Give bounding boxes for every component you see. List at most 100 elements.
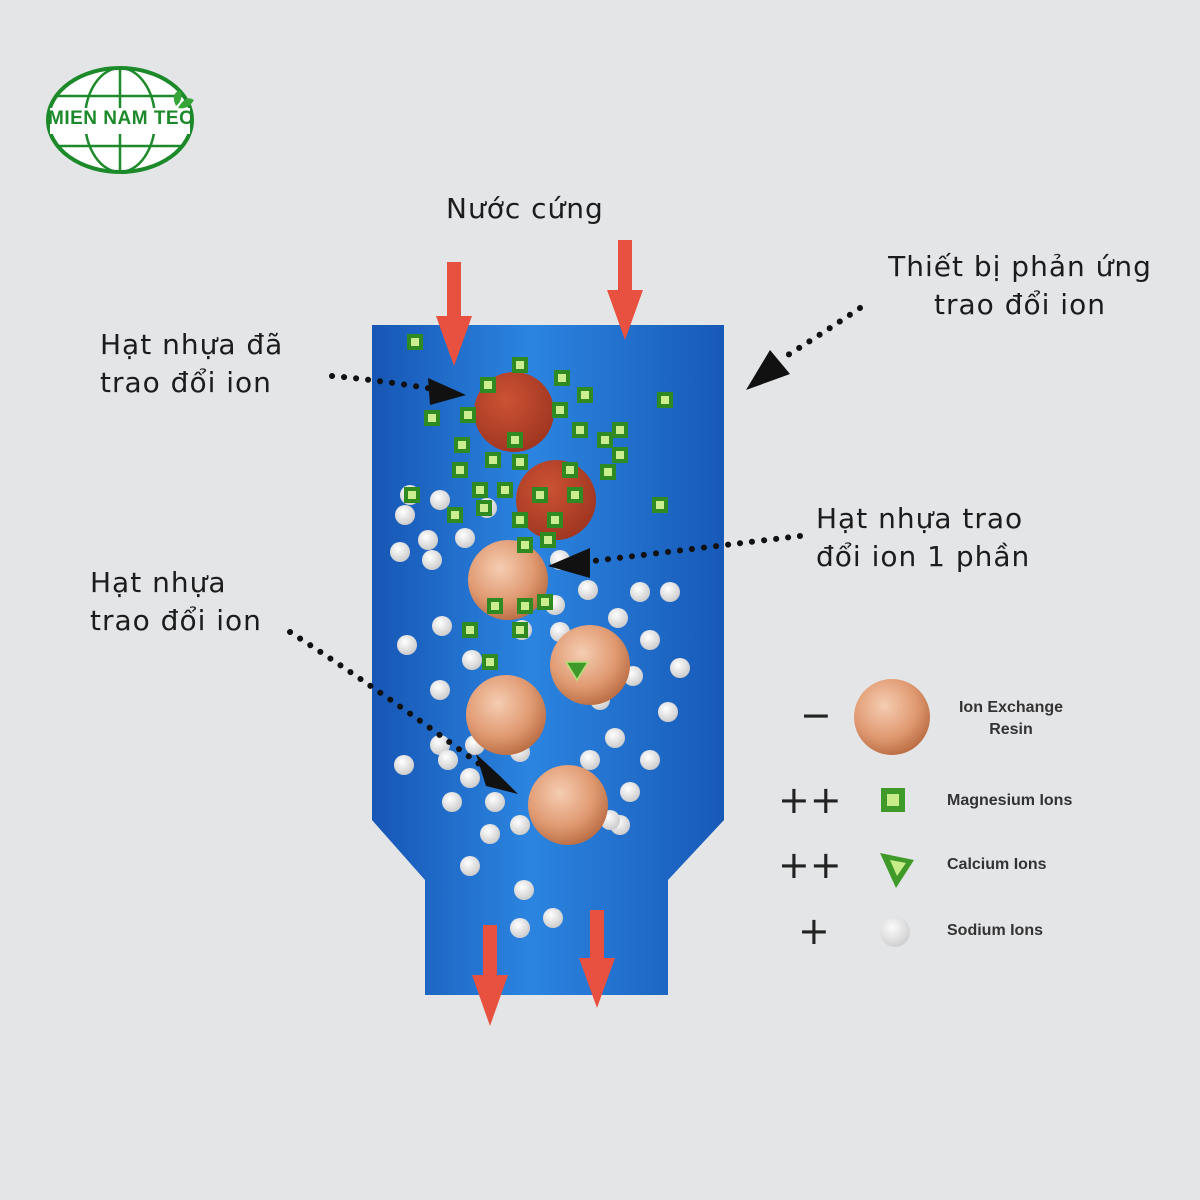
- outlet-arrow-left: [472, 925, 508, 1026]
- magnesium-ion-core: [411, 338, 419, 346]
- legend-resin-text: Ion Exchange Resin: [946, 697, 1076, 740]
- magnesium-ion-core: [616, 451, 624, 459]
- magnesium-ion-core: [571, 491, 579, 499]
- sodium-ion: [620, 782, 640, 802]
- sodium-ion: [514, 880, 534, 900]
- magnesium-ion-core: [464, 411, 472, 419]
- magnesium-ion-core: [516, 361, 524, 369]
- resin-bead: [516, 460, 596, 540]
- leader-line-device: [777, 305, 863, 363]
- sodium-ion: [670, 658, 690, 678]
- label-partial-resin: Hạt nhựa trao đổi ion 1 phần: [816, 500, 1030, 576]
- magnesium-ion-core: [456, 466, 464, 474]
- magnesium-ion-core: [489, 456, 497, 464]
- sodium-ion: [485, 792, 505, 812]
- sodium-ion: [430, 490, 450, 510]
- magnesium-ion-core: [466, 626, 474, 634]
- magnesium-ion-core: [521, 541, 529, 549]
- legend-sodium-icon: [880, 917, 910, 947]
- resin-bead-group: [466, 372, 630, 845]
- magnesium-ion-core: [486, 658, 494, 666]
- sodium-ion: [397, 635, 417, 655]
- legend-sodium-text: Sodium Ions: [947, 922, 1043, 939]
- logo-text: MIEN NAM TEC: [48, 108, 194, 129]
- sodium-ion: [640, 750, 660, 770]
- leader-arrowhead-partial: [548, 548, 590, 578]
- sodium-ion: [455, 528, 475, 548]
- legend-sodium-sign: +: [798, 909, 830, 953]
- magnesium-ion-core: [476, 486, 484, 494]
- sodium-ion: [605, 728, 625, 748]
- label-fresh-line2: trao đổi ion: [90, 603, 262, 637]
- magnesium-ion-core: [516, 626, 524, 634]
- resin-bead: [468, 540, 548, 620]
- magnesium-ion-core: [458, 441, 466, 449]
- magnesium-ion-core: [408, 491, 416, 499]
- magnesium-ion-core: [601, 436, 609, 444]
- magnesium-ion-core: [581, 391, 589, 399]
- legend-resin-sign: −: [800, 693, 832, 737]
- outlet-arrow-right: [579, 910, 615, 1008]
- sodium-ion: [510, 918, 530, 938]
- magnesium-ion-core: [501, 486, 509, 494]
- inlet-arrow-right: [607, 240, 643, 340]
- magnesium-ion-core: [576, 426, 584, 434]
- magnesium-ion-core: [491, 602, 499, 610]
- label-exhausted-resin: Hạt nhựa đã trao đổi ion: [100, 326, 283, 402]
- magnesium-ion-core: [516, 458, 524, 466]
- sodium-ion: [462, 650, 482, 670]
- label-fresh-resin: Hạt nhựa trao đổi ion: [90, 564, 262, 640]
- sodium-ion: [658, 702, 678, 722]
- sodium-ion: [422, 550, 442, 570]
- sodium-ion: [480, 824, 500, 844]
- magnesium-ion-core: [536, 491, 544, 499]
- magnesium-ion-core: [656, 501, 664, 509]
- sodium-ion: [394, 755, 414, 775]
- magnesium-ion-core: [556, 406, 564, 414]
- magnesium-ion-core: [480, 504, 488, 512]
- magnesium-ion-core: [551, 516, 559, 524]
- magnesium-ion-group: [404, 334, 673, 670]
- sodium-ion: [578, 580, 598, 600]
- label-fresh-line1: Hạt nhựa: [90, 566, 227, 599]
- sodium-ion: [438, 750, 458, 770]
- sodium-ion: [390, 542, 410, 562]
- sodium-ion: [395, 505, 415, 525]
- magnesium-ion-core: [484, 381, 492, 389]
- leader-arrowhead-fresh: [476, 754, 518, 794]
- resin-bead: [550, 625, 630, 705]
- magnesium-ion-core: [616, 426, 624, 434]
- magnesium-ion-core: [544, 536, 552, 544]
- label-exhausted-line1: Hạt nhựa đã: [100, 328, 284, 361]
- leader-arrowhead-exhausted: [428, 378, 466, 405]
- sodium-ion: [660, 582, 680, 602]
- label-exhausted-line2: trao đổi ion: [100, 365, 272, 399]
- sodium-ion: [608, 608, 628, 628]
- legend-calcium-sign: ++: [778, 843, 842, 887]
- logo-globe-icon: [46, 66, 194, 174]
- leader-arrowhead-device: [746, 350, 790, 390]
- label-partial-line2: đổi ion 1 phần: [816, 539, 1031, 573]
- legend-magnesium-text: Magnesium Ions: [947, 792, 1073, 809]
- resin-bead: [466, 675, 546, 755]
- resin-bead: [528, 765, 608, 845]
- sodium-ion: [460, 856, 480, 876]
- magnesium-ion-core: [511, 436, 519, 444]
- sodium-ion: [630, 582, 650, 602]
- magnesium-ion-core: [451, 511, 459, 519]
- sodium-ion: [460, 768, 480, 788]
- legend-resin-icon: [854, 679, 930, 755]
- sodium-ion: [510, 815, 530, 835]
- sodium-ion: [432, 616, 452, 636]
- legend-resin-line1: Ion Exchange: [958, 699, 1064, 716]
- magnesium-ion-core: [541, 598, 549, 606]
- sodium-ion: [430, 735, 450, 755]
- sodium-ion: [580, 750, 600, 770]
- legend-resin-line2: Resin: [989, 720, 1033, 738]
- calcium-ion: [564, 661, 590, 682]
- inlet-arrow-left: [436, 262, 472, 366]
- sodium-ion: [418, 530, 438, 550]
- legend-calcium-icon: [880, 853, 914, 888]
